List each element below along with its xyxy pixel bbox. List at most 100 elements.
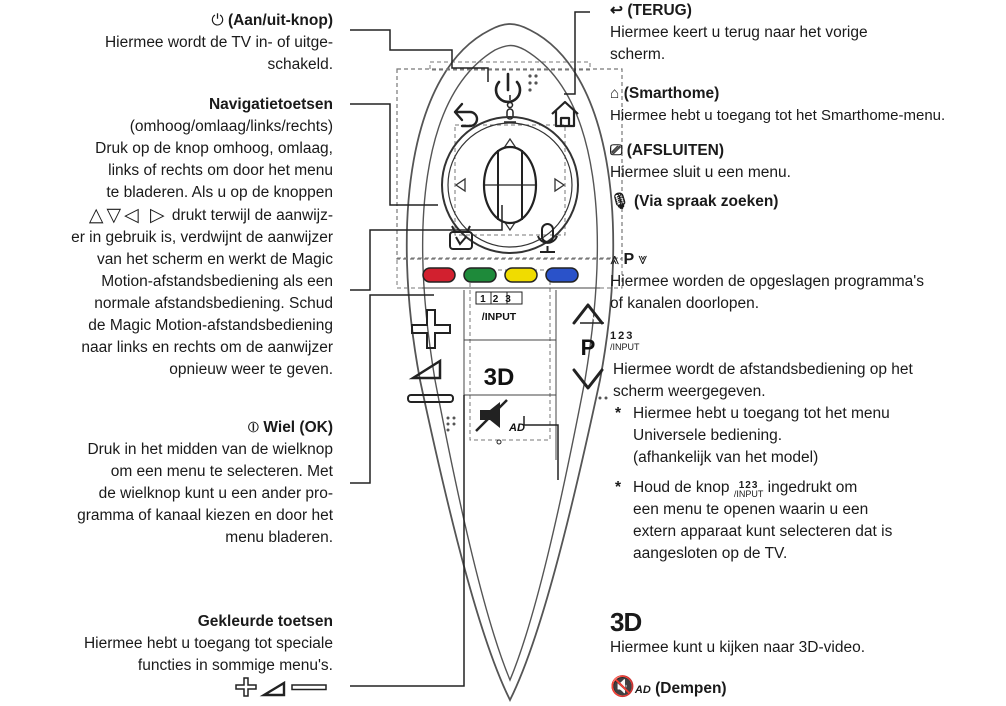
three-d-button[interactable]: 3D	[484, 364, 515, 391]
wheel-small-icon: ⦶	[247, 419, 260, 436]
three-d-description: 3D Hiermee kunt u kijken naar 3D-video.	[610, 609, 1002, 659]
back-icon[interactable]	[453, 102, 479, 128]
home-icon[interactable]	[551, 100, 579, 128]
nav-arrows-icons: △▽◁ ▷	[88, 205, 168, 226]
nav-desc-line: (omhoog/omlaag/links/rechts)	[129, 118, 333, 135]
mute-title: 🔇AD (Dempen)	[610, 676, 727, 698]
channel-up-icon[interactable]	[572, 303, 604, 325]
voice-description: 🎙 (Via spraak zoeken)	[610, 191, 1002, 213]
home-small-icon: ⌂	[610, 85, 620, 102]
exit-small-icon: ⎚	[610, 142, 623, 159]
mute-ad-sub: AD	[634, 684, 651, 696]
back-small-icon: ↩	[610, 2, 623, 19]
nav-description: Navigatietoetsen (omhoog/omlaag/links/re…	[6, 94, 333, 381]
nav-right-arrow[interactable]	[554, 177, 566, 193]
nav-desc-line: naar links en rechts om de aanwijzer	[81, 339, 333, 356]
color-button-green[interactable]	[463, 267, 497, 283]
channel-down-icon[interactable]	[572, 368, 604, 390]
power-title: ⏻ (Aan/uit-knop)	[211, 12, 333, 29]
three-d-desc-line: Hiermee kunt u kijken naar 3D-video.	[610, 639, 866, 656]
nav-ring	[441, 116, 579, 254]
volume-down-icon[interactable]	[407, 394, 454, 403]
mute-description: 🔇AD (Dempen)	[610, 676, 1002, 701]
power-icon[interactable]	[494, 72, 522, 104]
input-desc-line: scherm weergegeven.	[613, 383, 766, 400]
exit-title: ⎚ (AFSLUITEN)	[610, 142, 725, 159]
input-description: 123 /INPUT Hiermee wordt de afstandsbedi…	[610, 331, 1002, 565]
wheel-desc-line: om een menu te selecteren. Met	[110, 463, 333, 480]
input-bullet-line: Hiermee hebt u toegang tot het menu	[633, 405, 890, 422]
nav-desc-line: Motion-afstandsbediening als een	[101, 273, 333, 290]
home-description: ⌂ (Smarthome) Hiermee hebt u toegang tot…	[610, 83, 1002, 127]
nav-desc-line: normale afstandsbediening. Schud	[94, 295, 333, 312]
nav-desc-line: er in gebruik is, verdwijnt de aanwijzer	[71, 229, 333, 246]
nav-desc-line: links of rechts om door het menu	[108, 162, 333, 179]
nav-desc-line: de Magic Motion-afstandsbediening	[88, 317, 333, 334]
voice-icon[interactable]	[537, 223, 558, 253]
nav-left-arrow[interactable]	[454, 177, 466, 193]
input-bullet2-first-line: Houd de knop 123 /INPUT ingedrukt om	[633, 479, 858, 499]
wheel-desc-line: menu bladeren.	[225, 529, 333, 546]
power-desc-line: schakeld.	[267, 56, 333, 73]
nav-desc-line: te bladeren. Als u op de knoppen	[106, 184, 333, 201]
volume-ramp-icon	[408, 358, 442, 380]
mute-small-icon: 🔇	[610, 676, 635, 698]
remote-inner-outline	[422, 44, 598, 682]
input-bullet-2: Houd de knop 123 /INPUT ingedrukt om een…	[615, 477, 1002, 565]
home-desc-line: Hiermee hebt u toegang tot het Smarthome…	[610, 107, 946, 124]
volume-label-icons	[235, 677, 327, 697]
back-desc-line: Hiermee keert u terug naar het vorige	[610, 24, 868, 41]
input-bullet-line: extern apparaat kunt selecteren dat is	[633, 523, 893, 540]
input-button-digits: 123	[480, 294, 518, 305]
power-small-icon: ⏻	[211, 12, 224, 29]
remote-outer-outline	[405, 23, 615, 703]
input-inline-icon: 123 /INPUT	[733, 480, 764, 499]
program-down-icon: ⩔	[638, 251, 648, 268]
program-title: ⩓ P ⩔	[610, 251, 648, 268]
color-button-red[interactable]	[422, 267, 456, 283]
three-d-logo: 3D	[610, 607, 642, 637]
nav-desc-line: Druk op de knop omhoog, omlaag,	[95, 140, 333, 157]
nav-ring-inner	[447, 122, 573, 248]
dashed-frame-center	[454, 124, 566, 236]
dashed-frame-nav	[396, 68, 623, 260]
program-desc-line: of kanalen doorlopen.	[610, 295, 760, 312]
dashed-frame-input	[469, 269, 551, 441]
channel-dots	[598, 396, 608, 400]
voice-title: 🎙 (Via spraak zoeken)	[610, 193, 779, 210]
volume-dots	[446, 416, 456, 432]
input-button[interactable]: 123 /INPUT	[475, 291, 523, 323]
colors-desc-line: functies in sommige menu's.	[137, 657, 333, 674]
nav-desc-line: drukt terwijl de aanwijz-	[171, 207, 333, 224]
colors-title: Gekleurde toetsen	[197, 613, 333, 630]
input-bullet-line: (afhankelijk van het model)	[633, 449, 819, 466]
dashed-frame-top	[429, 61, 591, 71]
exit-icon[interactable]	[449, 225, 473, 250]
program-up-icon: ⩓	[610, 251, 620, 268]
input-bullet-line: aangesloten op de TV.	[633, 545, 788, 562]
power-dots	[528, 74, 538, 92]
wheel-title: ⦶ Wiel (OK)	[247, 419, 333, 436]
colors-desc-line: Hiermee hebt u toegang tot speciale	[83, 635, 333, 652]
nav-desc-arrows-line: △▽◁ ▷ drukt terwijl de aanwijz-	[6, 204, 333, 227]
exit-description: ⎚ (AFSLUITEN) Hiermee sluit u een menu.	[610, 140, 1002, 184]
leader-lines	[350, 11, 604, 687]
input-bullet-line: een menu te openen waarin u een	[633, 501, 869, 518]
power-description: ⏻ (Aan/uit-knop) Hiermee wordt de TV in-…	[85, 10, 333, 76]
back-title: ↩ (TERUG)	[610, 2, 692, 19]
wheel-button[interactable]	[482, 145, 538, 225]
mute-button[interactable]: AD	[475, 399, 525, 445]
voice-title-icon: 🎙	[610, 193, 630, 210]
back-desc-line: scherm.	[610, 46, 666, 63]
volume-up-icon[interactable]	[411, 309, 451, 349]
wheel-description: ⦶ Wiel (OK) Druk in het midden van de wi…	[20, 417, 333, 549]
nav-desc-line: opnieuw weer te geven.	[169, 361, 333, 378]
color-button-yellow[interactable]	[504, 267, 538, 283]
input-button-label: /INPUT	[482, 311, 517, 323]
wheel-desc-line: gramma of kanaal kiezen en door het	[77, 507, 333, 524]
input-title-icon: 123 /INPUT	[610, 330, 640, 353]
nav-desc-line: van het scherm en werkt de Magic	[96, 251, 333, 268]
color-button-blue[interactable]	[545, 267, 579, 283]
channel-up-icon-inner	[578, 310, 598, 324]
